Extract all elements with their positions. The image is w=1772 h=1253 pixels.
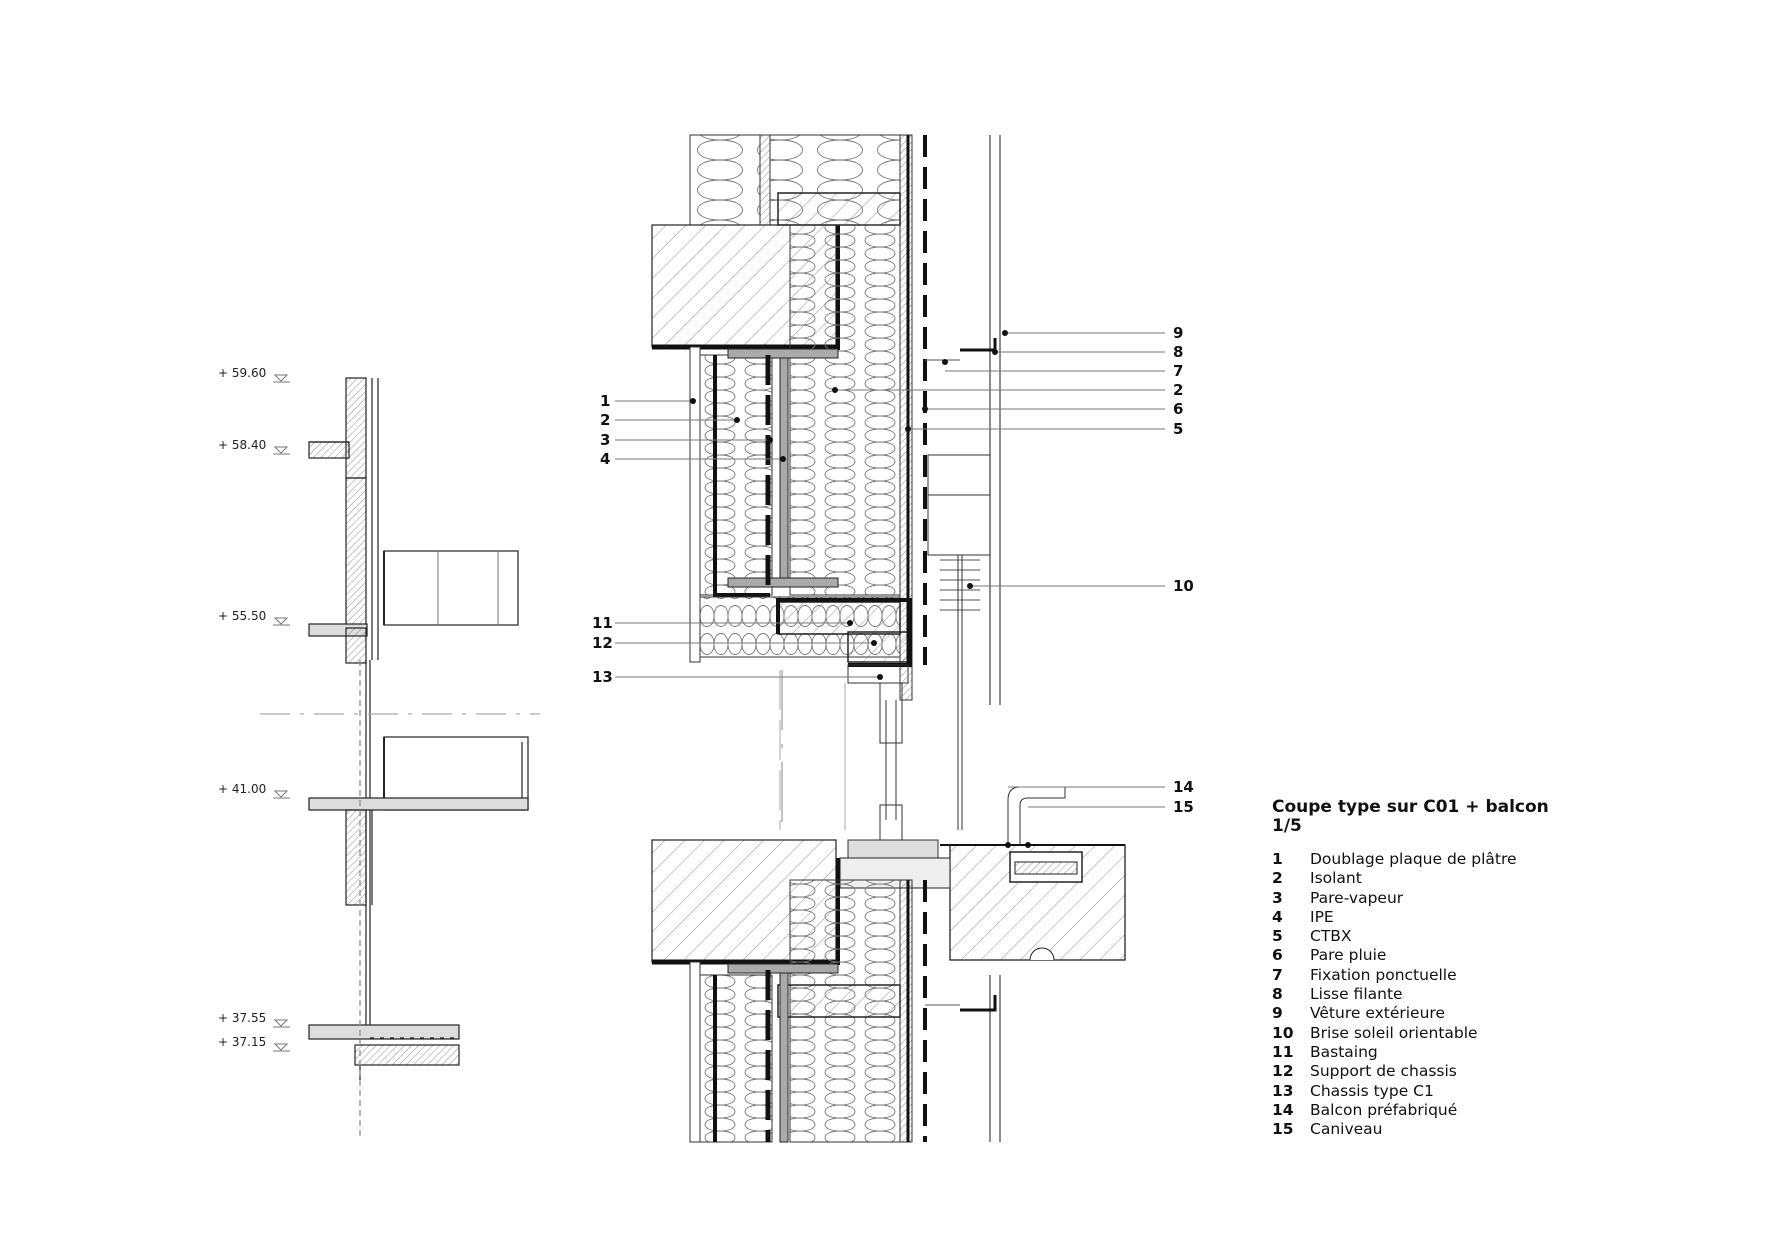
ipe-beam-upper — [727, 348, 839, 588]
legend-item-number: 9 — [1272, 1004, 1283, 1023]
callout-number: 11 — [592, 614, 613, 632]
callout-leaders — [615, 332, 1165, 808]
callout-number: 2 — [1173, 381, 1183, 399]
legend-item: 3 Pare-vapeur — [1272, 889, 1692, 908]
callout-number: 5 — [1173, 420, 1183, 438]
legend-item: 9 Vêture extérieure — [1272, 1004, 1692, 1023]
level-label: + 37.15 — [218, 1035, 266, 1049]
legend-item-label: Chassis type C1 — [1310, 1081, 1434, 1100]
legend: Coupe type sur C01 + balcon 1/5 1 Doublag… — [1272, 798, 1692, 1139]
level-label: + 55.50 — [218, 609, 266, 623]
legend-item-number: 8 — [1272, 985, 1283, 1004]
level-label: + 37.55 — [218, 1011, 266, 1025]
legend-item: 11 Bastaing — [1272, 1043, 1692, 1062]
callout-number: 14 — [1173, 778, 1194, 796]
legend-item-number: 1 — [1272, 850, 1283, 868]
legend-item-number: 12 — [1272, 1062, 1294, 1081]
legend-scale: 1/5 — [1272, 816, 1302, 836]
legend-item: 4 IPE — [1272, 908, 1692, 927]
legend-item-number: 4 — [1272, 907, 1283, 926]
level-label: + 41.00 — [218, 782, 266, 796]
detail-section — [651, 134, 1126, 1143]
legend-item-number: 15 — [1272, 1120, 1294, 1139]
callout-number: 10 — [1173, 577, 1194, 595]
legend-item: 2 Isolant — [1272, 869, 1692, 888]
legend-item-label: Vêture extérieure — [1310, 1004, 1445, 1023]
legend-item: 8 Lisse filante — [1272, 985, 1692, 1004]
legend-item: 5 CTBX — [1272, 927, 1692, 946]
legend-item-number: 2 — [1272, 869, 1283, 888]
prefab-balcony — [940, 786, 1126, 961]
callout-number: 12 — [592, 634, 613, 652]
callout-number: 8 — [1173, 343, 1183, 361]
legend-item-number: 13 — [1272, 1081, 1294, 1100]
legend-item: 13 Chassis type C1 — [1272, 1082, 1692, 1101]
legend-item: 7 Fixation ponctuelle — [1272, 966, 1692, 985]
legend-item-label: Pare-vapeur — [1310, 888, 1404, 907]
callout-number: 4 — [600, 450, 610, 468]
legend-item-label: Balcon préfabriqué — [1310, 1100, 1458, 1119]
legend-item-number: 14 — [1272, 1100, 1294, 1119]
callout-number: 13 — [592, 668, 613, 686]
legend-item: 15 Caniveau — [1272, 1120, 1692, 1139]
legend-item: 14 Balcon préfabriqué — [1272, 1101, 1692, 1120]
callout-number: 3 — [600, 431, 610, 449]
legend-title: Coupe type sur C01 + balcon — [1272, 797, 1549, 817]
legend-item-number: 10 — [1272, 1023, 1294, 1042]
window-chassis — [779, 664, 939, 859]
level-label: + 59.60 — [218, 366, 266, 380]
legend-item-label: Pare pluie — [1310, 946, 1387, 965]
legend-item-label: Bastaing — [1310, 1042, 1378, 1061]
callout-number: 15 — [1173, 798, 1194, 816]
legend-item-number: 6 — [1272, 946, 1283, 965]
legend-item-number: 7 — [1272, 965, 1283, 984]
legend-item: 10 Brise soleil orientable — [1272, 1024, 1692, 1043]
legend-item: 12 Support de chassis — [1272, 1062, 1692, 1081]
callout-number: 6 — [1173, 400, 1183, 418]
overall-section: + 59.60 + 58.40 + 55.50 + 41.00 + 37.55 … — [218, 366, 540, 1140]
callout-dots — [690, 330, 1031, 848]
legend-item-label: Isolant — [1310, 869, 1362, 888]
legend-item-label: Doublage plaque de plâtre — [1310, 850, 1517, 868]
legend-item-label: Lisse filante — [1310, 985, 1403, 1004]
callout-number: 2 — [600, 411, 610, 429]
legend-item-label: Caniveau — [1310, 1120, 1383, 1139]
legend-item-label: CTBX — [1310, 927, 1352, 946]
callout-number: 1 — [600, 392, 610, 410]
legend-item-number: 11 — [1272, 1042, 1294, 1061]
legend-item-label: Brise soleil orientable — [1310, 1023, 1478, 1042]
callout-number: 9 — [1173, 324, 1183, 342]
level-label: + 58.40 — [218, 438, 266, 452]
legend-item-label: Fixation ponctuelle — [1310, 965, 1457, 984]
legend-item-number: 5 — [1272, 927, 1283, 946]
legend-item: 6 Pare pluie — [1272, 946, 1692, 965]
callout-number: 7 — [1173, 362, 1183, 380]
legend-item-number: 3 — [1272, 888, 1283, 907]
legend-item: 1 Doublage plaque de plâtre — [1272, 850, 1692, 869]
legend-item-label: Support de chassis — [1310, 1062, 1457, 1081]
sun-blind — [927, 454, 991, 830]
legend-item-label: IPE — [1310, 907, 1334, 926]
level-markers — [273, 374, 290, 1052]
